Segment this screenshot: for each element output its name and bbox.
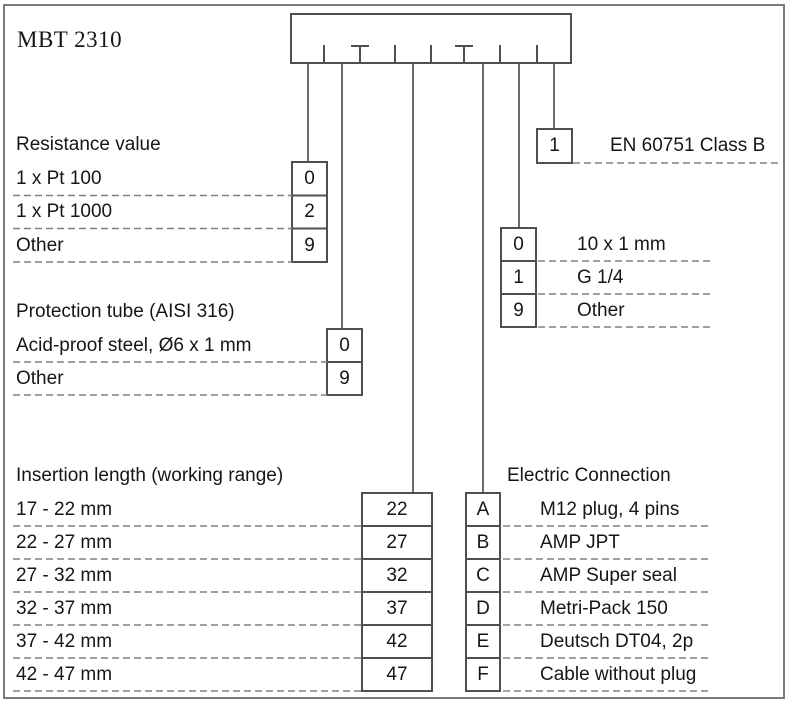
electric-code-cell: F	[477, 663, 489, 685]
protection-section-header: Protection tube (AISI 316)	[16, 301, 235, 322]
insertion-option-label: 37 - 42 mm	[16, 630, 113, 652]
process-option-label: Other	[577, 299, 625, 321]
product-title: MBT 2310	[17, 27, 123, 52]
electric-code-cell: D	[476, 597, 490, 619]
insertion-option-label: 17 - 22 mm	[16, 498, 113, 520]
electric-code-cell: C	[476, 564, 490, 586]
resistance-code-box	[291, 161, 328, 263]
electric-code-cell: A	[476, 498, 490, 520]
dashed-row-rules	[13, 162, 782, 692]
resistance-option-label: 1 x Pt 100	[16, 167, 102, 189]
resistance-code-cell: 9	[304, 234, 315, 256]
electric-option-label: Cable without plug	[540, 663, 697, 685]
protection-option-label: Acid-proof steel, Ø6 x 1 mm	[16, 334, 252, 356]
outer-frame	[3, 4, 785, 699]
process-code-cell: 0	[513, 233, 524, 255]
resistance-option-label: 1 x Pt 1000	[16, 200, 113, 222]
insertion-option-label: 42 - 47 mm	[16, 663, 113, 685]
electric-option-label: Metri-Pack 150	[540, 597, 668, 619]
electric-option-label: AMP Super seal	[540, 564, 677, 586]
connector-lines	[307, 63, 555, 493]
process-option-label: 10 x 1 mm	[577, 233, 666, 255]
insertion-option-label: 22 - 27 mm	[16, 531, 113, 553]
electric-option-label: AMP JPT	[540, 531, 620, 553]
insertion-code-cell: 42	[386, 630, 408, 652]
type-code-box-outline	[290, 13, 572, 64]
resistance-code-cell: 0	[304, 167, 315, 189]
process-option-label: G 1/4	[577, 266, 624, 288]
electric-code-cell: B	[476, 531, 490, 553]
insertion-code-cell: 22	[386, 498, 408, 520]
class-code-cell: 1	[549, 135, 560, 156]
protection-code-cell: 0	[339, 334, 350, 356]
electric-code-cell: E	[476, 630, 490, 652]
insertion-option-label: 27 - 32 mm	[16, 564, 113, 586]
electric-section-header: Electric Connection	[507, 465, 671, 486]
insertion-code-cell: 37	[386, 597, 408, 619]
protection-option-label: Other	[16, 367, 64, 389]
code-boxes	[291, 128, 573, 692]
process-code-cell: 9	[513, 299, 524, 321]
class-option-label: EN 60751 Class B	[610, 135, 766, 156]
insertion-option-label: 32 - 37 mm	[16, 597, 113, 619]
code-box-separators	[292, 194, 536, 659]
insertion-section-header: Insertion length (working range)	[16, 465, 284, 486]
code-position-ticks	[323, 45, 538, 62]
insertion-code-cell: 47	[386, 663, 408, 685]
resistance-option-label: Other	[16, 234, 64, 256]
insertion-code-cell: 27	[386, 531, 408, 553]
process-code-cell: 1	[513, 266, 524, 288]
resistance-section-header: Resistance value	[16, 134, 161, 155]
class-code-box	[536, 128, 573, 164]
electric-option-label: M12 plug, 4 pins	[540, 498, 680, 520]
insertion-code-cell: 32	[386, 564, 408, 586]
protection-code-cell: 9	[339, 367, 350, 389]
process-code-box	[500, 227, 537, 328]
electric-option-label: Deutsch DT04, 2p	[540, 630, 694, 652]
resistance-code-cell: 2	[304, 200, 315, 222]
